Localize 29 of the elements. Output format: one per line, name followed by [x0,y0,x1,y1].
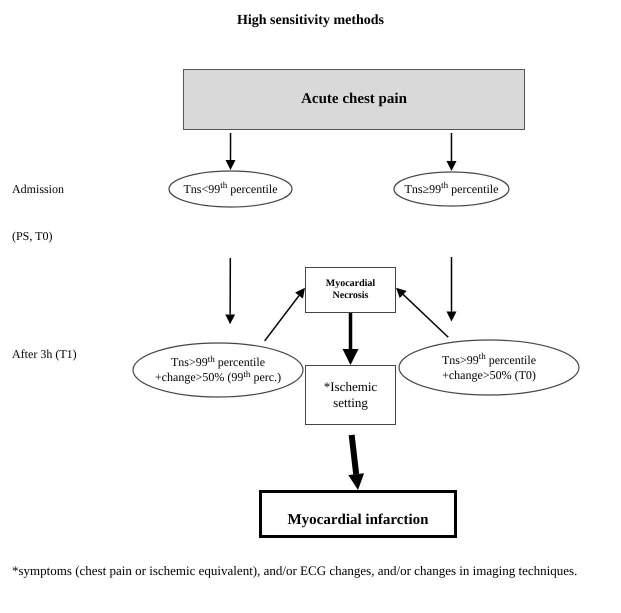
footnote: *symptoms (chest pain or ischemic equivalent), and/or ECG changes, and/or changes in imaging techniques. [12,562,578,580]
arrow [226,133,236,170]
result-ellipse [393,171,510,207]
result-ellipse [398,339,580,396]
time-label: After 3h (T1) [12,346,77,363]
arrow [446,133,456,171]
node-text: Tns>99$^{th}$ percentile +change>50% (99$^{th}$ perc.) [154,355,282,385]
process-box [305,365,396,425]
arrow [225,258,236,324]
arrow [342,313,358,365]
arrow [396,288,449,338]
node-text: Tns<99$^{th}$ percentile [183,182,278,196]
arrow [446,257,456,322]
diagram-title: High sensitivity methods [236,12,384,30]
result-ellipse [132,342,304,398]
node-text: Myocardial infarction [288,510,428,530]
node-text: Tns>99$^{th}$ percentile +change>50% (T0) [440,352,538,382]
outcome-box [259,490,457,538]
time-label: Admission [12,181,64,198]
result-ellipse [168,170,293,208]
process-box [305,267,396,313]
arrow [348,434,364,490]
arrow [264,288,305,342]
node-text: Tns≥99$^{th}$ percentile [404,182,498,196]
node-text: Myocardial Necrosis [324,278,376,302]
start-box [183,69,525,130]
time-label: (PS, T0) [12,228,52,245]
node-text: Acute chest pain [301,90,407,109]
node-text: *Ischemic setting [322,378,378,412]
